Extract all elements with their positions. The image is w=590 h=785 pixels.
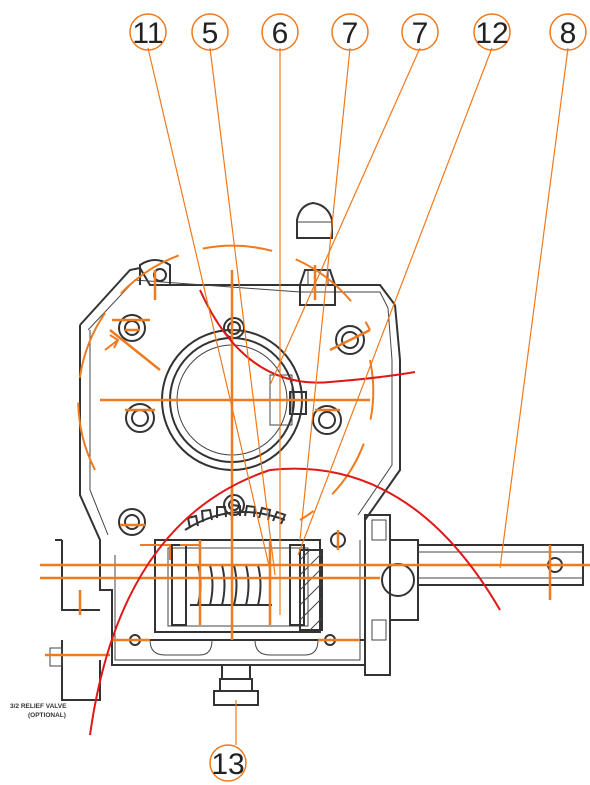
svg-text:7: 7 xyxy=(412,17,429,50)
callout-6: 6 xyxy=(261,13,299,51)
gear-sector xyxy=(184,503,287,531)
callout-12: 12 xyxy=(473,13,511,51)
svg-text:12: 12 xyxy=(475,17,508,50)
svg-text:7: 7 xyxy=(342,17,359,50)
callout-7-left: 7 xyxy=(331,13,369,51)
svg-text:3/2 RELIEF VALVE: 3/2 RELIEF VALVE xyxy=(10,703,67,710)
bolt-circle xyxy=(77,244,375,560)
svg-text:13: 13 xyxy=(211,748,244,781)
center-lines xyxy=(40,265,590,657)
svg-text:8: 8 xyxy=(560,17,577,50)
svg-text:5: 5 xyxy=(202,17,219,50)
callout-8: 8 xyxy=(549,13,587,51)
red-arcs xyxy=(89,289,501,736)
svg-text:6: 6 xyxy=(272,17,289,50)
svg-text:11: 11 xyxy=(132,17,163,50)
leader-lines xyxy=(147,47,569,745)
callout-5: 5 xyxy=(191,13,229,51)
relief-valve-note: 3/2 RELIEF VALVE (OPTIONAL) xyxy=(10,703,67,719)
callout-11: 11 xyxy=(129,13,167,51)
callout-7-right: 7 xyxy=(401,13,439,51)
housing-outline xyxy=(49,201,584,706)
svg-text:(OPTIONAL): (OPTIONAL) xyxy=(28,712,66,719)
callout-13: 13 xyxy=(209,744,247,782)
